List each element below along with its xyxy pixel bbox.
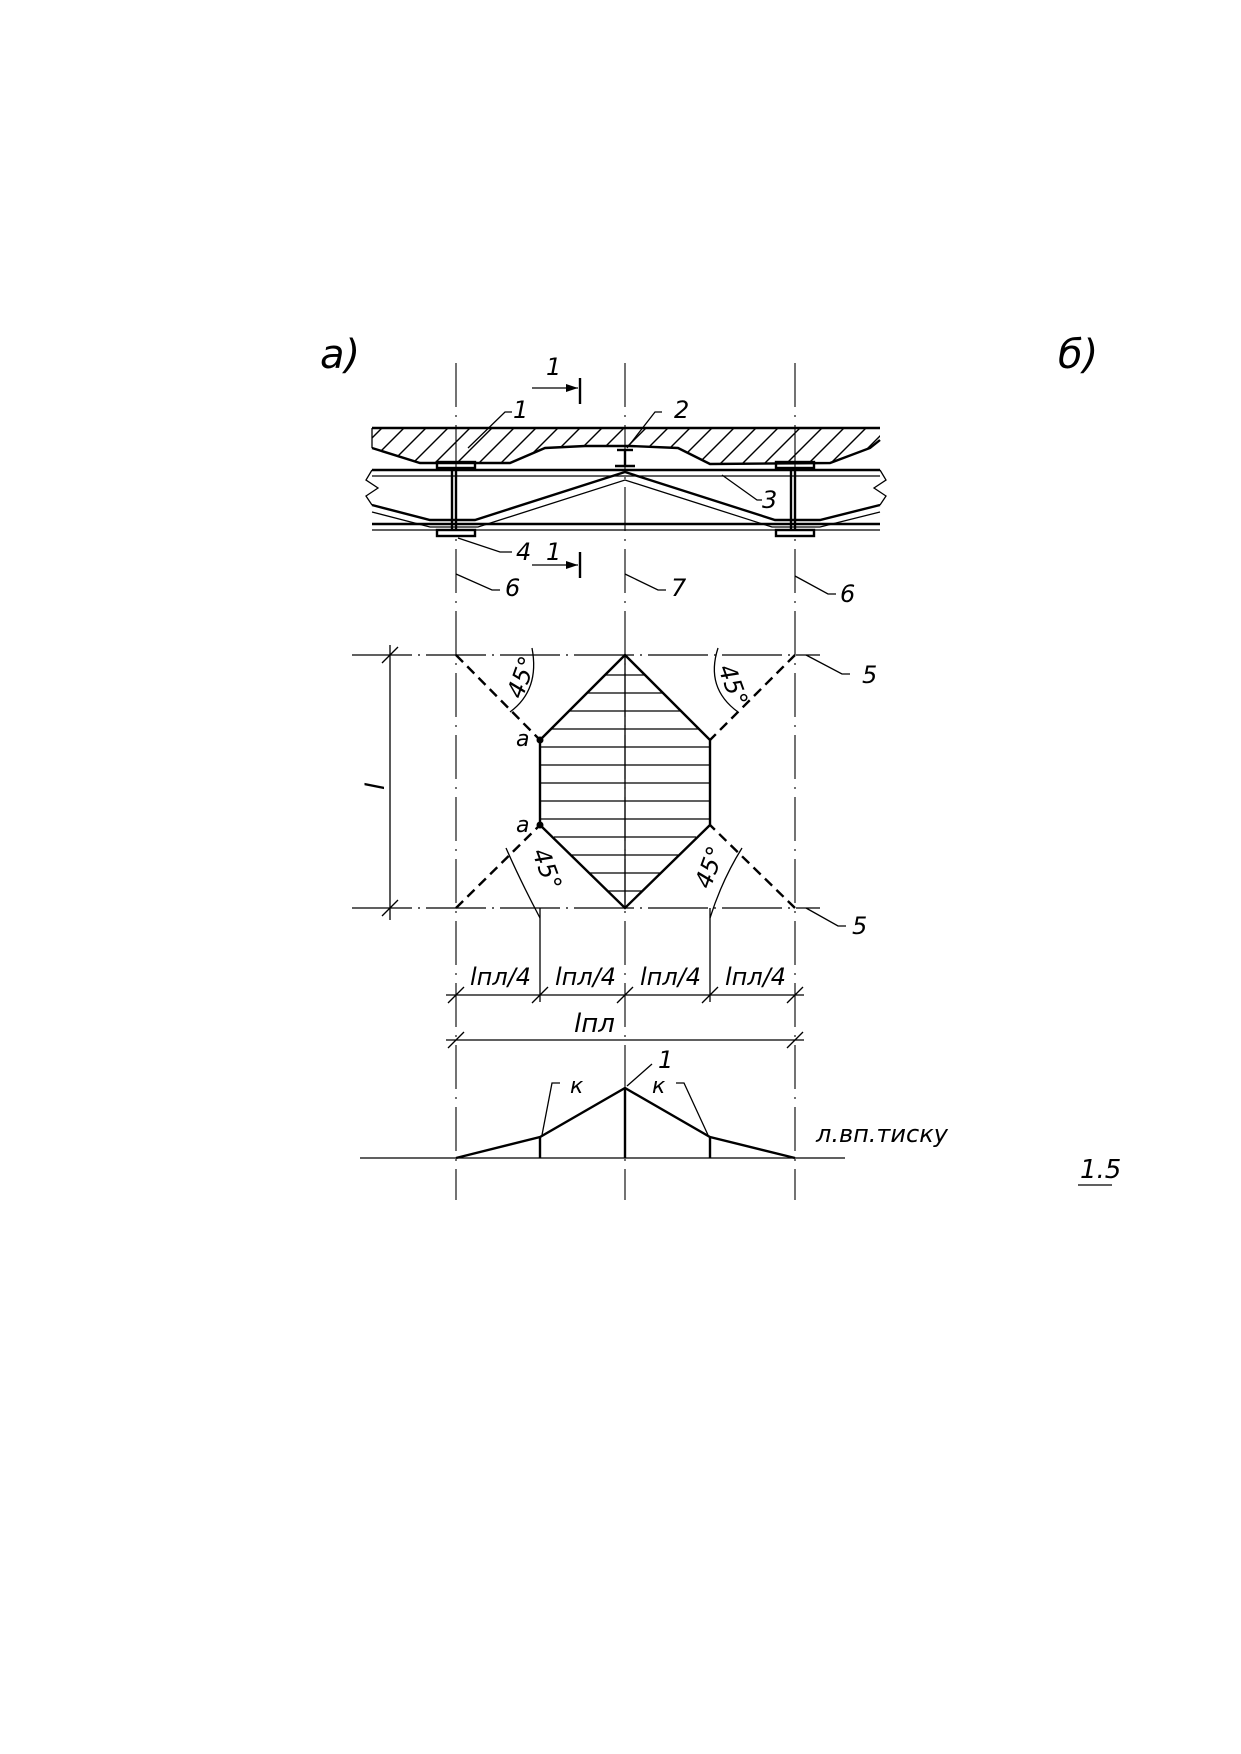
dim-l: l (361, 782, 391, 790)
section-mark: 1 1 (532, 353, 582, 578)
angle-top-right: 45° (712, 660, 753, 710)
callout-4: 4 (516, 538, 531, 566)
dim-quarter-1: lпл/4 (470, 963, 531, 991)
dim-quarter-4: lпл/4 (725, 963, 786, 991)
section-callouts: 1 2 3 4 6 7 6 (455, 396, 855, 608)
angle-top-left: 45° (501, 652, 542, 702)
dim-total: lпл (574, 1009, 615, 1039)
point-a-bottom-marker (536, 821, 544, 829)
callout-3: 3 (762, 486, 777, 514)
angle-bottom-right: 45° (689, 842, 730, 892)
dimension-chain: lпл/4 lпл/4 lпл/4 lпл/4 lпл (446, 908, 804, 1049)
hexagon-hatching (540, 655, 710, 908)
callout-2: 2 (674, 396, 689, 424)
influence-line-label: л.вп.тиску (815, 1120, 949, 1148)
panel-label-b: б) (1058, 332, 1098, 378)
influence-apex-label: 1 (658, 1046, 673, 1074)
dim-quarter-3: lпл/4 (640, 963, 701, 991)
callout-6-right: 6 (840, 580, 855, 608)
angle-bottom-left: 45° (526, 844, 567, 894)
influence-k-left: к (570, 1074, 584, 1099)
callout-5-bottom: 5 (852, 912, 867, 940)
callout-5-top: 5 (862, 661, 877, 689)
sheet-number: 1.5 (1080, 1155, 1121, 1185)
section-mark-bottom-label: 1 (546, 538, 561, 566)
callout-1: 1 (513, 396, 528, 424)
slab-section (365, 426, 887, 538)
panel-label-a: а) (320, 332, 360, 378)
point-a-top-marker (536, 736, 544, 744)
load-area-plan: a a 45° 45° 45° 45° 5 5 l (352, 645, 877, 940)
influence-k-right: к (652, 1074, 666, 1099)
beam-left (435, 460, 477, 538)
point-a-bottom: a (516, 813, 529, 838)
callout-6-left: 6 (505, 574, 520, 602)
callout-7: 7 (671, 574, 687, 602)
dim-quarter-2: lпл/4 (555, 963, 616, 991)
section-mark-top-label: 1 (546, 353, 561, 381)
influence-line-diagram: 1 к к л.вп.тиску (360, 1046, 949, 1160)
beam-center (615, 448, 635, 468)
beam-right (774, 460, 816, 538)
point-a-top: a (516, 727, 529, 752)
